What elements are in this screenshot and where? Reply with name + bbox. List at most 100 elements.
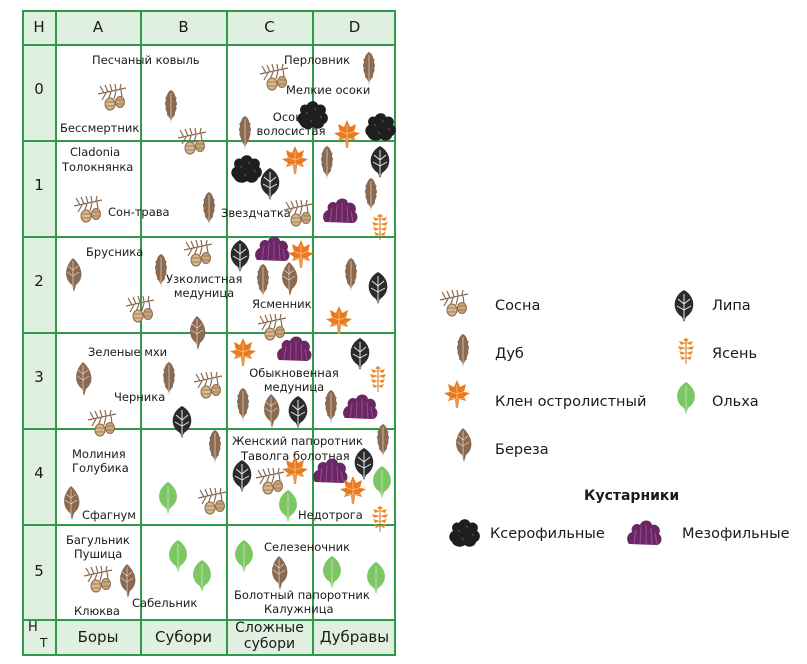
label-peschany-kovyl: Песчаный ковыль [92, 53, 200, 67]
linden-icon [260, 167, 280, 201]
legend-klen: Клен остролистный [495, 394, 647, 410]
maple-icon [325, 305, 353, 335]
footer-row-bg [24, 620, 394, 654]
oak-icon [376, 423, 390, 459]
ash-icon [371, 505, 389, 533]
linden-icon [172, 405, 192, 439]
legend-kserofilnye: Ксерофильные [490, 526, 605, 542]
pine-icon [73, 195, 103, 223]
linden-icon [232, 459, 252, 493]
oak-icon [154, 253, 168, 289]
ecological-grid [22, 10, 396, 656]
oak-icon [456, 333, 470, 369]
label-chernika: Черника [114, 390, 166, 404]
column-header-a: A [92, 18, 104, 36]
row-header-5: 5 [34, 562, 44, 580]
maple-icon [281, 455, 309, 485]
birch-icon [63, 485, 80, 521]
row-header-0: 0 [34, 80, 44, 98]
xerophytic-shrub-icon [296, 100, 329, 130]
birch-icon [119, 563, 136, 599]
pine-icon [257, 313, 287, 341]
corner-h: H [33, 18, 45, 36]
maple-icon [443, 379, 471, 409]
birch-icon [455, 427, 472, 463]
column-header-c: C [264, 18, 275, 36]
legend-olkha: Ольха [712, 394, 759, 410]
oak-icon [344, 257, 358, 293]
label-sfagnum: Сфагнум [82, 508, 136, 522]
oak-icon [202, 191, 216, 227]
row-header-2: 2 [34, 272, 44, 290]
corner-bottom-h: H [28, 620, 38, 635]
linden-icon [368, 271, 388, 305]
legend-sosna: Сосна [495, 298, 541, 314]
label-son-trava: Сон-трава [108, 205, 170, 219]
row-header-3: 3 [34, 368, 44, 386]
pine-icon [87, 409, 117, 437]
legend-icons [439, 289, 696, 548]
alder-icon [366, 561, 386, 595]
mesophytic-shrub-icon [626, 520, 662, 546]
maple-icon [281, 145, 309, 175]
pine-icon [197, 487, 227, 515]
cell-icons [63, 51, 397, 599]
pine-icon [183, 239, 213, 267]
oak-icon [162, 361, 176, 397]
row-header-4: 4 [34, 464, 44, 482]
oak-icon [238, 115, 252, 151]
label-obyknovennaya-medunitsa: Обыкновенная медуница [249, 366, 339, 394]
label-nedotroga: Недотрога [298, 508, 363, 522]
label-melkie-osoki: Мелкие осоки [286, 83, 371, 97]
mesophytic-shrub-icon [342, 394, 378, 420]
corner-bottom-t: T [40, 636, 48, 650]
ash-icon [369, 365, 387, 393]
linden-icon [350, 337, 370, 371]
birch-icon [189, 315, 206, 351]
legend-bereza: Береза [495, 442, 549, 458]
maple-icon [229, 337, 257, 367]
label-tavolga-bolotnaya: Таволга болотная [241, 449, 350, 463]
legend-yasen: Ясень [712, 346, 757, 362]
label-selezenochnik: Селезеночник [264, 540, 351, 554]
birch-icon [281, 261, 298, 297]
oak-icon [324, 389, 338, 425]
legend-shrubs-title: Кустарники [584, 488, 680, 504]
label-zvezdchatka: Звездчатка [221, 206, 291, 220]
label-kaluzhnitsa: Калужница [264, 602, 334, 616]
pine-icon [83, 565, 113, 593]
legend-lipa: Липа [712, 298, 751, 314]
label-golubika: Голубика [72, 461, 129, 475]
xerophytic-shrub-icon [448, 518, 481, 548]
pine-icon [439, 289, 469, 317]
pine-icon [193, 371, 223, 399]
row-header-1: 1 [34, 176, 44, 194]
mesophytic-shrub-icon [322, 198, 358, 224]
column-header-d: D [348, 18, 361, 36]
oak-icon [164, 89, 178, 125]
alder-icon [372, 465, 392, 499]
label-bolotny-paporotnik: Болотный папоротник [234, 588, 370, 602]
label-toloknyanka: Толокнянка [62, 160, 134, 174]
pine-icon [283, 199, 313, 227]
ash-icon [677, 337, 695, 365]
linden-icon [370, 145, 390, 179]
label-brusnika: Брусника [86, 245, 144, 259]
label-sabelnik: Сабельник [132, 596, 198, 610]
label-bessmertnik: Бессмертник [60, 121, 140, 135]
alder-icon [192, 559, 212, 593]
label-cladonia: Cladonia [70, 145, 121, 159]
label-pushitsa: Пушица [74, 547, 123, 561]
oak-icon [362, 51, 376, 87]
label-yasmennik: Ясменник [252, 297, 312, 311]
maple-icon [333, 119, 361, 149]
label-perlovnik: Перловник [284, 53, 351, 67]
legend-dub: Дуб [495, 346, 524, 362]
linden-icon [288, 395, 308, 429]
alder-icon [322, 555, 342, 589]
header-row-bg [24, 12, 394, 45]
label-moliniya: Молиния [72, 447, 126, 461]
birch-icon [75, 361, 92, 397]
legend-mezofilnye: Мезофильные [682, 526, 790, 542]
linden-icon [674, 289, 694, 323]
